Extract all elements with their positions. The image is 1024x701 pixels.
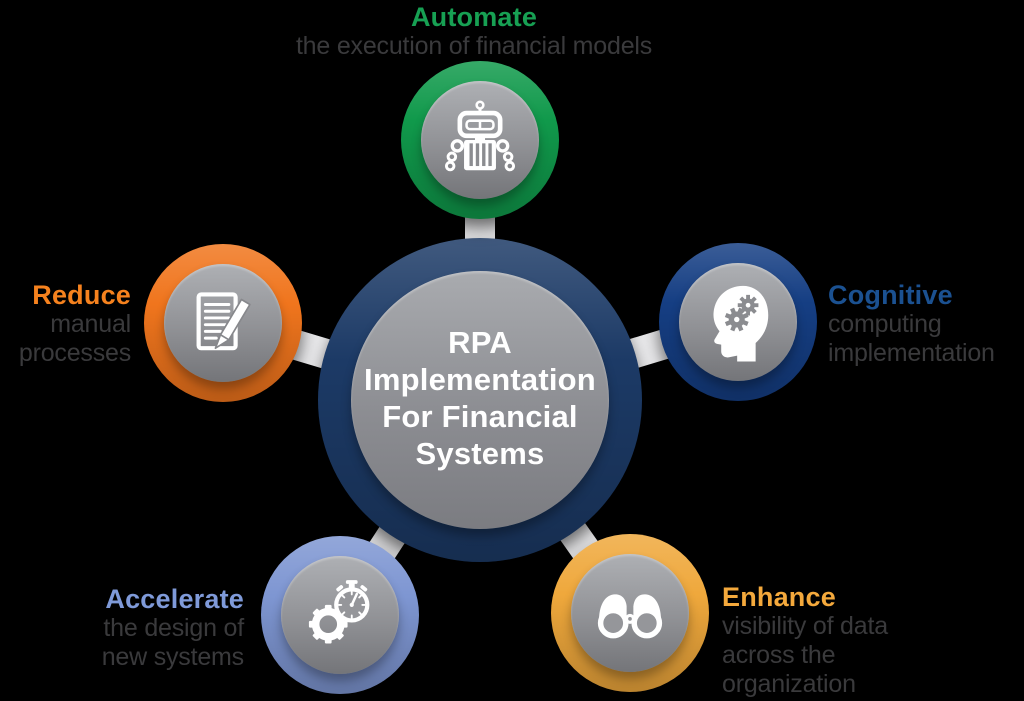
enhance-label: Enhance visibility of data across the or…: [722, 583, 1022, 699]
enhance-description: visibility of data across the organizati…: [722, 612, 888, 698]
cognitive-keyword: Cognitive: [828, 280, 953, 310]
automate-inner-circle: [421, 81, 539, 199]
cognitive-label: Cognitive computing implementation: [828, 281, 1024, 368]
enhance-keyword: Enhance: [722, 582, 836, 612]
enhance-node: [551, 534, 709, 692]
notepad-pencil-icon: [196, 292, 251, 351]
center-title: RPA Implementation For Financial Systems: [364, 325, 596, 471]
head-gears-icon: [713, 285, 769, 362]
reduce-keyword: Reduce: [32, 280, 131, 310]
cognitive-inner-circle: [679, 263, 797, 381]
binoculars-icon: [597, 594, 663, 639]
automate-keyword: Automate: [410, 2, 538, 32]
automate-description: the execution of financial models: [295, 32, 653, 60]
reduce-node: [144, 244, 302, 402]
accelerate-node: [261, 536, 419, 694]
reduce-description: manual processes: [18, 310, 131, 367]
accelerate-inner-circle: [281, 556, 399, 674]
automate-label: Automate the execution of financial mode…: [164, 3, 784, 61]
gear-stopwatch-icon: [308, 580, 370, 644]
cognitive-node: [659, 243, 817, 401]
reduce-inner-circle: [164, 264, 282, 382]
robot-icon: [444, 100, 516, 172]
center-inner-circle: RPA Implementation For Financial Systems: [351, 271, 609, 529]
accelerate-description: the design of new systems: [101, 614, 244, 671]
automate-node: [401, 61, 559, 219]
accelerate-label: Accelerate the design of new systems: [0, 585, 244, 672]
enhance-inner-circle: [571, 554, 689, 672]
reduce-label: Reduce manual processes: [0, 281, 131, 368]
center-node: RPA Implementation For Financial Systems: [318, 238, 642, 562]
cognitive-description: computing implementation: [828, 310, 995, 367]
accelerate-keyword: Accelerate: [105, 584, 244, 614]
